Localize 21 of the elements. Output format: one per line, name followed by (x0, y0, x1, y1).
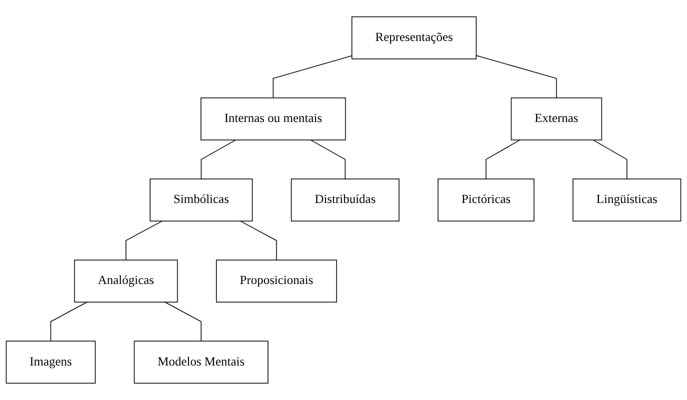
node-box: Representações (351, 16, 477, 60)
connector (240, 220, 277, 260)
connector (200, 140, 236, 180)
connector (310, 140, 346, 180)
connector (476, 55, 557, 98)
connector (592, 140, 628, 180)
connector (126, 220, 163, 260)
connector (50, 302, 88, 342)
node-box: Internas ou mentais (200, 97, 346, 140)
node-box: Pictóricas (438, 178, 534, 222)
node-box: Modelos Mentais (134, 340, 268, 384)
connector (486, 140, 520, 180)
node-box: Lingüísticas (572, 178, 682, 222)
node-box: Proposicionais (216, 260, 337, 303)
node-box: Simbólicas (150, 178, 253, 222)
node-box: Distribuídas (290, 178, 400, 222)
node-box: Analógicas (74, 260, 178, 303)
connector (272, 55, 352, 98)
connector (164, 302, 202, 342)
node-box: Imagens (6, 340, 96, 384)
node-box: Externas (510, 97, 602, 140)
